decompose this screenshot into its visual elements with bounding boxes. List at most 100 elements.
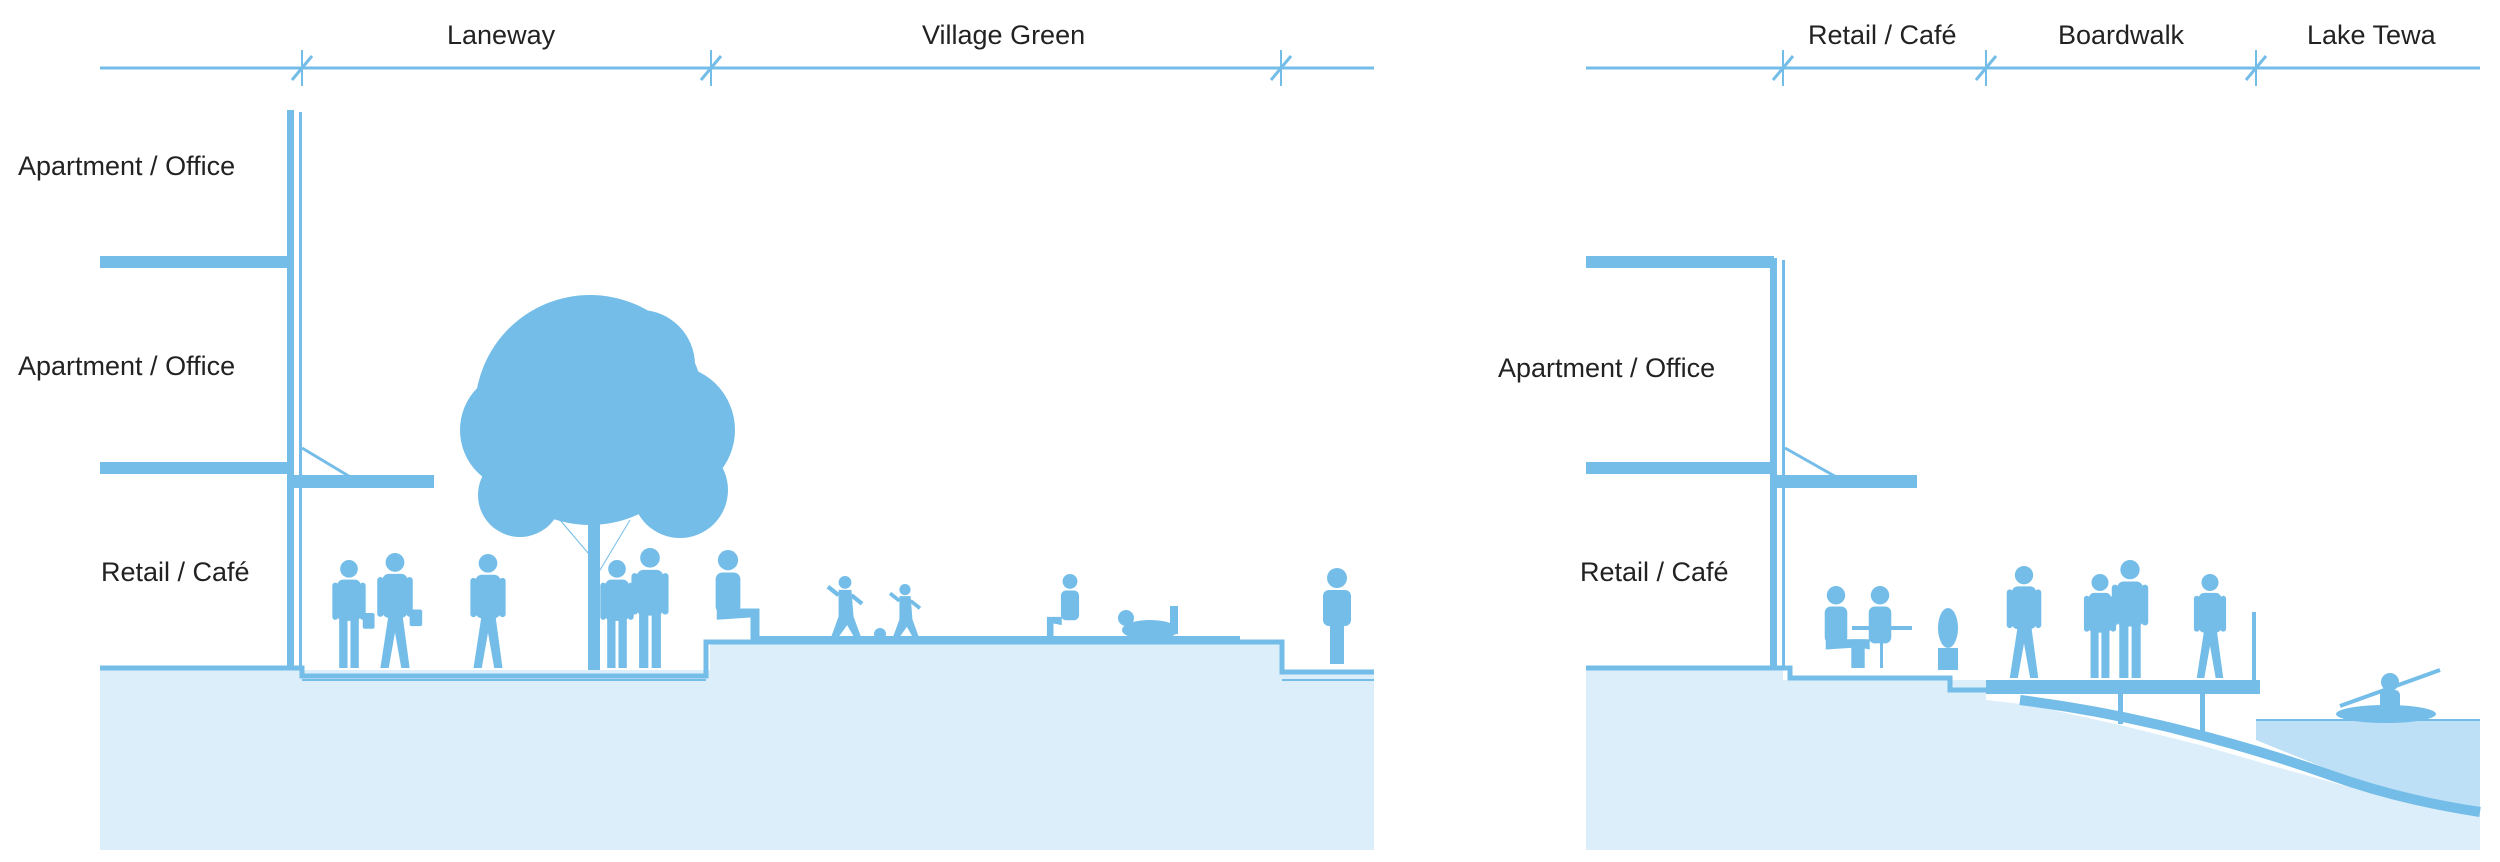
left-child-2-body xyxy=(891,596,920,640)
zone-label-laneway: Laneway xyxy=(447,20,556,50)
right-person-walking-c-leg-right xyxy=(2131,622,2141,678)
left-person-man-bag-head xyxy=(385,553,405,572)
left-person-couple-a xyxy=(600,560,634,668)
right-person-cafe-b-torso xyxy=(1868,606,1892,644)
right-person-walking-a-torso xyxy=(2011,586,2037,630)
right-person-cafe-a-torso xyxy=(1824,606,1848,644)
zone-label-boardwalk: Boardwalk xyxy=(2058,20,2185,50)
left-person-walking xyxy=(470,554,506,668)
left-person-man-bag-bag xyxy=(409,609,423,627)
left-grass-strip xyxy=(755,636,1240,642)
left-person-woman-bag-torso xyxy=(337,579,361,621)
right-canopy xyxy=(1772,475,1917,488)
right-person-walking-a-arm-left xyxy=(2006,589,2013,629)
left-floor-slab-upper xyxy=(100,256,290,268)
left-child-2 xyxy=(888,584,922,640)
left-person-couple-b-arm-right xyxy=(662,573,669,615)
left-person-walking-torso xyxy=(475,574,501,619)
left-person-seated-edge-torso xyxy=(715,572,741,613)
right-person-walking-d xyxy=(2193,574,2227,678)
right-person-walking-d-arm-right xyxy=(2220,595,2227,632)
right-ground-fill xyxy=(1586,670,2480,850)
floor-label-upper: Apartment / Office xyxy=(18,151,236,181)
left-person-woman-bag-arm-left xyxy=(332,582,339,620)
left-person-lying-legs xyxy=(1170,606,1178,634)
left-person-walking-arm-right xyxy=(499,577,506,618)
left-person-woman-bag-leg-right xyxy=(350,616,359,668)
left-person-couple-b-head xyxy=(640,548,660,568)
left-building-wall-inner xyxy=(299,112,302,668)
left-person-couple-a-leg-right xyxy=(618,616,627,668)
right-person-walking-c-torso xyxy=(2117,581,2143,627)
left-person-woman-bag-bag xyxy=(362,613,375,629)
right-dimension-tick-3-slash xyxy=(2244,55,2268,81)
left-building-wall-outer xyxy=(287,110,294,670)
left-person-man-bag-arm-right xyxy=(406,577,413,617)
right-building-wall-outer xyxy=(1770,258,1777,670)
right-kayak-hull xyxy=(2336,705,2436,723)
left-person-walking-head xyxy=(478,554,498,573)
left-dimension-tick-2-slash xyxy=(699,55,723,81)
right-person-walking-b-leg-right xyxy=(2101,628,2110,678)
left-person-couple-b xyxy=(631,548,669,668)
right-floor-label-ground: Retail / Café xyxy=(1580,557,1729,587)
left-ground-fill xyxy=(100,644,1374,850)
zone-label-retail-cafe: Retail / Café xyxy=(1808,20,1957,50)
right-person-walking-a xyxy=(2006,566,2042,678)
left-person-couple-b-leg-left xyxy=(639,611,649,668)
left-person-man-bag xyxy=(377,553,423,668)
left-tree-canopy-lower-left xyxy=(478,453,562,537)
left-cyclist xyxy=(1323,568,1351,664)
left-canopy-brace xyxy=(301,446,353,480)
right-lake-water xyxy=(2256,720,2480,812)
right-person-walking-d-head xyxy=(2201,574,2219,592)
left-person-man-bag-torso xyxy=(382,573,408,618)
right-person-walking-b-leg-left xyxy=(2090,628,2099,678)
left-person-sitting-grass-head xyxy=(1062,574,1078,589)
right-dimension-tick-1-slash xyxy=(1771,55,1795,81)
right-person-walking-d-legs xyxy=(2196,628,2224,678)
left-person-couple-a-head xyxy=(608,560,626,578)
right-person-walking-c-arm-right xyxy=(2141,584,2149,626)
right-kayak-paddle xyxy=(2339,668,2441,708)
right-person-cafe-b-head xyxy=(1870,586,1890,605)
right-boardwalk-pile-2 xyxy=(2200,694,2205,740)
left-child-2-arm-right xyxy=(909,599,922,610)
left-child-1-head xyxy=(838,576,852,589)
left-tree-trunk xyxy=(588,520,600,670)
left-person-woman-bag-arm-right xyxy=(359,582,366,620)
right-person-cafe-b xyxy=(1851,586,1892,668)
left-person-seated-edge-legs xyxy=(716,608,760,640)
right-person-walking-d-torso xyxy=(2198,592,2222,633)
left-tree xyxy=(460,295,735,670)
left-person-sitting-grass-legs xyxy=(1046,616,1062,640)
left-person-woman-bag-head xyxy=(340,560,358,578)
right-person-walking-b-head xyxy=(2091,574,2109,592)
left-person-couple-b-arm-left xyxy=(631,573,638,615)
right-canopy-brace xyxy=(1784,446,1839,480)
left-person-lying-body xyxy=(1122,620,1178,640)
right-ground-line xyxy=(1586,665,1986,693)
right-boardwalk-pile-1 xyxy=(2118,694,2123,724)
left-person-woman-bag xyxy=(332,560,375,668)
left-dimension-tick-3-slash xyxy=(1269,55,1293,81)
right-planter xyxy=(1938,608,1958,670)
left-cyclist-bike xyxy=(1330,622,1344,664)
right-cafe-table xyxy=(1852,626,1912,630)
left-child-1-body xyxy=(830,589,863,640)
left-person-man-bag-legs xyxy=(380,613,410,668)
left-person-woman-bag-leg-left xyxy=(339,616,348,668)
right-floor-slab-middle xyxy=(1586,462,1772,474)
right-person-cafe-a-head xyxy=(1826,586,1846,605)
left-person-walking-legs xyxy=(473,614,503,668)
left-floor-slab-middle xyxy=(100,462,290,474)
right-person-walking-a-head xyxy=(2014,566,2034,585)
right-cafe-table-leg xyxy=(1880,630,1883,668)
left-person-sitting-grass-torso xyxy=(1060,590,1080,621)
left-child-2-arm-left xyxy=(888,591,901,603)
left-person-seated-edge xyxy=(715,550,760,640)
left-person-sitting-grass xyxy=(1046,574,1080,640)
left-child-1-arm-left xyxy=(826,585,840,597)
floor-label-middle: Apartment / Office xyxy=(18,351,236,381)
